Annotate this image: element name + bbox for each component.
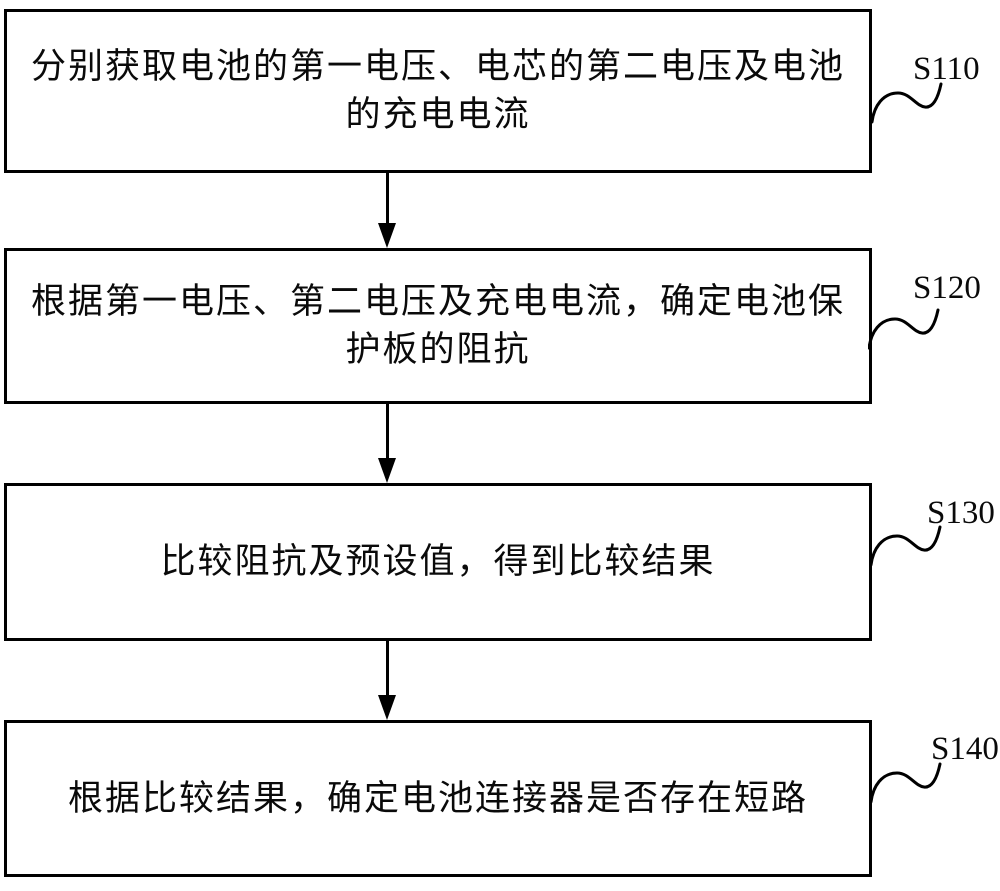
- flow-step-3-text: 比较阻抗及预设值，得到比较结果: [160, 542, 716, 581]
- arrow-head-icon: [378, 223, 396, 248]
- arrow-line: [385, 404, 389, 458]
- step-label-s140: S140: [931, 731, 999, 767]
- arrow-line: [385, 173, 389, 223]
- flow-step-4-text: 根据比较结果，确定电池连接器是否存在短路: [67, 778, 808, 818]
- leader-squiggle-1: [871, 82, 943, 124]
- step-label-s120: S120: [913, 270, 981, 306]
- flow-step-2-text: 根据第一电压、第二电压及充电电流，确定电池保护板的阻抗: [30, 282, 845, 369]
- arrow-line: [385, 641, 389, 695]
- leader-squiggle-4: [870, 762, 942, 804]
- down-arrow-3: [378, 641, 396, 720]
- arrow-head-icon: [378, 695, 396, 720]
- step-label-s110: S110: [913, 51, 980, 87]
- step-label-s130: S130: [927, 495, 995, 531]
- flow-step-1-box: 分别获取电池的第一电压、电芯的第二电压及电池的充电电流: [4, 9, 872, 173]
- flow-step-3-box: 比较阻抗及预设值，得到比较结果: [4, 483, 872, 641]
- flow-step-1-text: 分别获取电池的第一电压、电芯的第二电压及电池的充电电流: [30, 47, 845, 134]
- down-arrow-1: [378, 173, 396, 248]
- arrow-head-icon: [378, 458, 396, 483]
- flow-step-2-box: 根据第一电压、第二电压及充电电流，确定电池保护板的阻抗: [4, 248, 872, 404]
- leader-squiggle-2: [868, 308, 940, 350]
- flow-step-4-box: 根据比较结果，确定电池连接器是否存在短路: [4, 720, 872, 877]
- down-arrow-2: [378, 404, 396, 483]
- leader-squiggle-3: [870, 525, 942, 567]
